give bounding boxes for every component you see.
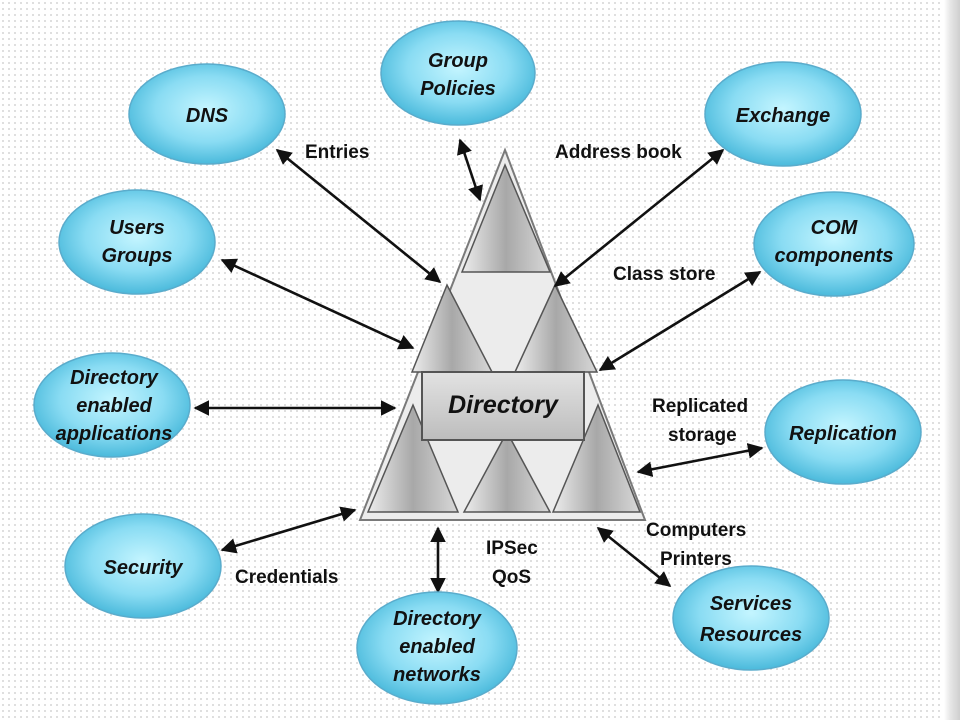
directory-pyramid: Directory (358, 147, 647, 521)
node-security-label: Security (104, 557, 184, 579)
node-replication-bubble (764, 379, 922, 485)
node-users-groups-label-2: Groups (101, 245, 172, 267)
slide-edge-shadow (944, 0, 960, 720)
node-users-groups: Users Groups (58, 189, 216, 295)
edge-labels: Entries Address book Class store Replica… (235, 142, 748, 588)
directory-box (421, 371, 585, 441)
node-exchange-label: Exchange (736, 105, 830, 127)
connector-replication (636, 443, 764, 477)
node-directory-enabled-networks-bubble (356, 591, 518, 705)
connectors (193, 138, 764, 594)
edge-label-entries: Entries (305, 142, 369, 163)
node-com-components: COM components (753, 191, 915, 297)
node-group-policies-label-2: Policies (420, 78, 496, 100)
node-com-components-bubble (753, 191, 915, 297)
pyramid-triangle-bottom-right (551, 403, 642, 513)
node-dns-bubble (128, 63, 286, 165)
node-den-label-1: Directory (393, 608, 482, 630)
connector-services-resources (596, 526, 672, 588)
connector-users-groups (220, 258, 415, 350)
node-replication-label: Replication (789, 423, 897, 445)
node-dea-label-2: enabled (76, 395, 152, 417)
edge-label-storage: storage (668, 425, 737, 446)
pyramid-triangle-bottom-left (366, 403, 460, 513)
pyramid-triangle-bottom-center (462, 430, 552, 513)
edge-label-credentials: Credentials (235, 567, 338, 588)
node-services-resources-label-2: Resources (700, 624, 802, 646)
node-services-resources-bubble (672, 565, 830, 671)
edge-label-replicated: Replicated (652, 396, 748, 417)
node-users-groups-label-1: Users (109, 217, 165, 239)
node-group-policies-label-1: Group (428, 50, 488, 72)
node-group-policies: Group Policies (380, 20, 536, 126)
edge-label-address-book: Address book (555, 142, 682, 163)
pyramid-triangle-top (460, 163, 552, 273)
connector-com-components (598, 270, 762, 372)
edge-label-qos: QoS (492, 567, 531, 588)
node-dea-label-1: Directory (70, 367, 159, 389)
node-com-components-label-2: components (775, 245, 894, 267)
node-exchange: Exchange (704, 61, 862, 167)
node-security-bubble (64, 513, 222, 619)
node-group-policies-bubble (380, 20, 536, 126)
edge-label-computers: Computers (646, 520, 746, 541)
node-dns-label: DNS (186, 105, 229, 127)
connector-exchange (553, 148, 725, 288)
connector-security (220, 506, 357, 554)
node-den-label-2: enabled (399, 636, 475, 658)
edge-label-printers: Printers (660, 549, 732, 570)
node-directory-enabled-networks: Directory enabled networks (356, 591, 518, 705)
node-dns: DNS (128, 63, 286, 165)
edge-label-ipsec: IPSec (486, 538, 538, 559)
node-den-label-3: networks (393, 664, 481, 686)
node-services-resources: Services Resources (672, 565, 830, 671)
node-directory-enabled-applications-bubble (33, 352, 191, 458)
node-users-groups-bubble (58, 189, 216, 295)
node-directory-enabled-applications: Directory enabled applications (33, 352, 191, 458)
directory-label: Directory (448, 391, 559, 419)
node-dea-label-3: applications (56, 423, 173, 445)
node-replication: Replication (764, 379, 922, 485)
node-security: Security (64, 513, 222, 619)
node-exchange-bubble (704, 61, 862, 167)
connector-group-policies (457, 138, 483, 202)
connector-dns (275, 148, 442, 284)
node-services-resources-label-1: Services (710, 593, 792, 615)
edge-label-class-store: Class store (613, 264, 715, 285)
node-com-components-label-1: COM (811, 217, 859, 239)
